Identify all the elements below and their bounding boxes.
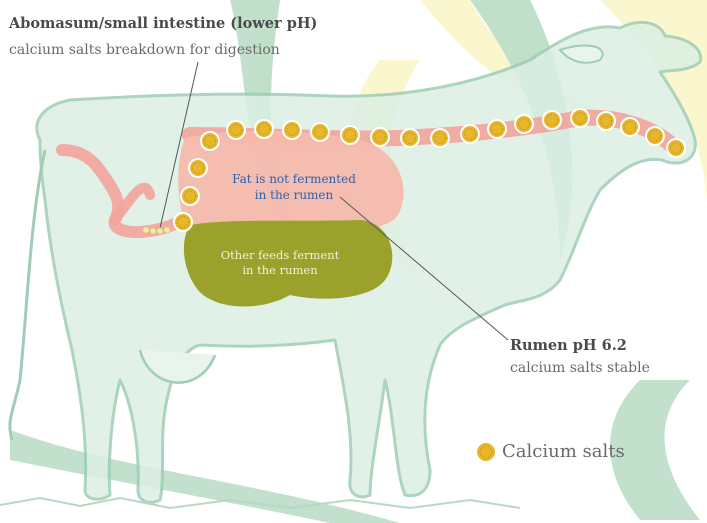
calcium-salt-bead <box>227 121 245 139</box>
calcium-salt-bead <box>571 109 589 127</box>
calcium-salt-bead <box>667 139 685 157</box>
calcium-salt-bead <box>201 132 219 150</box>
calcium-salt-bead <box>181 187 199 205</box>
calcium-salt-bead <box>311 123 329 141</box>
calcium-salt-bead <box>189 159 207 177</box>
calcium-salt-bead <box>255 120 273 138</box>
calcium-salt-bead <box>515 115 533 133</box>
legend-bead-icon <box>476 442 496 462</box>
fat-label-line1: Fat is not fermented <box>214 171 374 187</box>
calcium-salt-bead <box>621 118 639 136</box>
calcium-salt-bead <box>461 125 479 143</box>
calcium-salt-bead <box>174 213 192 231</box>
calcium-salt-bead <box>371 128 389 146</box>
dissolving-calcium-salt <box>143 227 149 233</box>
dissolving-calcium-salt <box>164 227 170 233</box>
rumen-subtitle: calcium salts stable <box>510 360 650 376</box>
feeds-label-line2: in the rumen <box>210 263 350 278</box>
calcium-salt-bead <box>543 111 561 129</box>
legend-label: Calcium salts <box>502 441 625 462</box>
dissolving-calcium-salt <box>150 228 156 234</box>
calcium-salt-bead <box>597 112 615 130</box>
calcium-salt-bead <box>431 129 449 147</box>
cow-tail <box>10 150 45 440</box>
calcium-salt-bead <box>401 129 419 147</box>
rumen-title: Rumen pH 6.2 <box>510 337 627 354</box>
calcium-salt-bead <box>646 127 664 145</box>
other-feeds-label: Other feeds ferment in the rumen <box>210 248 350 278</box>
calcium-salt-bead <box>341 126 359 144</box>
dissolving-calcium-salt <box>157 228 163 234</box>
fat-label-line2: in the rumen <box>214 187 374 203</box>
abomasum-title: Abomasum/small intestine (lower pH) <box>9 15 317 32</box>
leaf-shape <box>10 430 400 523</box>
calcium-salt-bead <box>488 120 506 138</box>
fat-not-fermented-label: Fat is not fermented in the rumen <box>214 171 374 203</box>
calcium-salt-bead <box>283 121 301 139</box>
feeds-label-line1: Other feeds ferment <box>210 248 350 263</box>
abomasum-subtitle: calcium salts breakdown for digestion <box>9 42 280 58</box>
